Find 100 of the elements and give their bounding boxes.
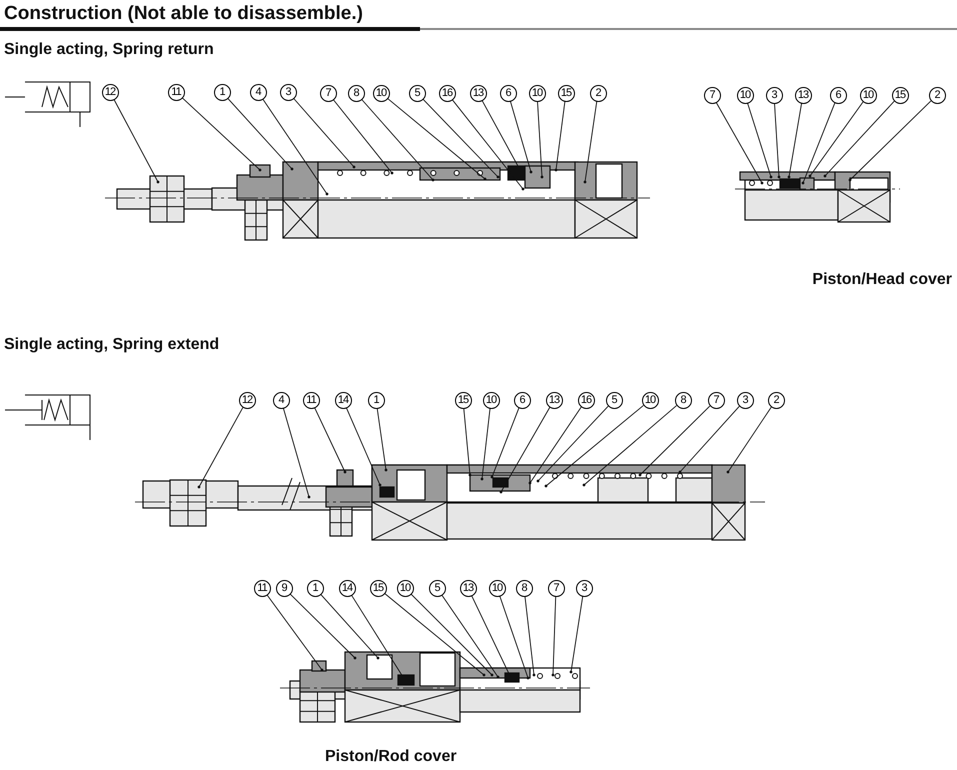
callout-number: 2 <box>768 392 784 408</box>
leader-line <box>499 596 530 680</box>
callout-number: 13 <box>470 84 486 102</box>
callout-number: 8 <box>674 392 692 408</box>
callout-number: 16 <box>578 392 594 408</box>
callout-number: 2 <box>928 86 946 104</box>
title: Construction (Not able to disassemble.) <box>4 3 363 25</box>
leader-line <box>584 100 598 184</box>
leader-line <box>510 100 532 174</box>
leader-line <box>824 100 895 178</box>
callout-number: 10 <box>396 580 414 596</box>
leader-line <box>490 407 520 478</box>
leader-line <box>774 103 780 178</box>
leader-line <box>747 102 772 178</box>
section-heading: Single acting, Spring return <box>4 41 214 59</box>
leader-line <box>788 102 802 178</box>
leader-line <box>552 596 556 676</box>
leader-line <box>422 98 500 178</box>
leader-line <box>570 596 584 674</box>
leader-line <box>554 100 566 172</box>
callout-number: 2 <box>590 84 606 102</box>
callout-number: 3 <box>280 84 296 100</box>
callout-number: 10 <box>860 86 876 104</box>
leader-line <box>678 406 740 474</box>
callout-number: 13 <box>794 86 812 104</box>
callout-number: 15 <box>370 580 386 596</box>
leader-line <box>500 406 550 494</box>
callout-number: 6 <box>830 86 846 104</box>
leader-line <box>638 406 710 476</box>
callout-number: 14 <box>338 580 356 596</box>
leader-line <box>524 596 536 676</box>
leader-line <box>463 408 472 476</box>
callout-number: 14 <box>334 392 352 408</box>
leader-line <box>262 98 328 196</box>
callout-number: 7 <box>320 84 336 102</box>
leader-line <box>716 102 764 184</box>
callout-number: 16 <box>438 84 456 102</box>
leader-line <box>441 594 500 678</box>
callout-number: 15 <box>454 392 472 408</box>
callout-number: 4 <box>272 392 290 408</box>
callout-number: 10 <box>488 580 506 596</box>
leader-line <box>536 406 609 482</box>
leader-line <box>387 98 486 180</box>
callout-number: 4 <box>250 84 266 100</box>
leader-line <box>808 101 864 178</box>
callout-number: 11 <box>168 84 184 100</box>
leader-line <box>227 98 294 170</box>
callout-number: 13 <box>546 392 562 408</box>
leader-line <box>314 407 346 474</box>
callout-number: 5 <box>606 392 622 408</box>
leader-line <box>114 99 160 184</box>
callout-number: 10 <box>642 392 658 408</box>
leader-line <box>802 102 836 184</box>
leader-line <box>582 405 677 486</box>
callout-number: 1 <box>368 392 384 408</box>
leader-line <box>410 594 494 676</box>
callout-number: 10 <box>736 86 754 104</box>
callout-number: 3 <box>766 86 782 104</box>
leader-line <box>198 407 244 488</box>
leader-line <box>182 97 262 172</box>
callout-number: 15 <box>558 84 574 102</box>
callout-number: 8 <box>516 580 532 596</box>
callout-number: 3 <box>736 392 754 408</box>
leader-line <box>848 100 932 182</box>
callout-number: 11 <box>302 392 320 408</box>
callout-number: 10 <box>372 84 390 102</box>
leader-line <box>266 594 324 672</box>
callout-number: 10 <box>482 392 500 408</box>
callout-number: 6 <box>514 392 530 408</box>
leader-line <box>346 407 382 486</box>
callout-number: 13 <box>460 580 476 596</box>
leader-line <box>376 408 388 472</box>
callout-number: 1 <box>306 580 324 596</box>
leader-line <box>452 99 524 190</box>
callout-number: 5 <box>428 580 446 596</box>
callout-number: 5 <box>408 84 426 102</box>
callout-number: 6 <box>500 84 516 102</box>
view-caption: Piston/Head cover <box>812 271 952 289</box>
callout-number: 10 <box>528 84 546 102</box>
callout-number: 9 <box>276 580 292 596</box>
view-caption: Piston/Rod cover <box>325 748 457 766</box>
callout-number: 12 <box>238 392 256 408</box>
section-heading: Single acting, Spring extend <box>4 336 220 354</box>
callout-number: 7 <box>704 86 720 104</box>
callout-number: 8 <box>348 84 364 102</box>
leader-line <box>293 98 356 168</box>
leader-line <box>537 101 544 178</box>
leader-line <box>726 406 772 474</box>
callout-number: 3 <box>576 580 592 596</box>
leader-line <box>282 408 310 498</box>
callout-number: 1 <box>214 84 230 100</box>
callout-number: 11 <box>254 580 270 596</box>
leader-line <box>528 406 582 484</box>
leader-line <box>320 594 380 660</box>
callout-number: 7 <box>548 580 564 596</box>
callout-number: 15 <box>892 86 908 104</box>
leader-line <box>290 594 356 660</box>
leader-line <box>332 99 394 174</box>
leader-line <box>384 592 486 676</box>
leader-line <box>480 408 490 480</box>
